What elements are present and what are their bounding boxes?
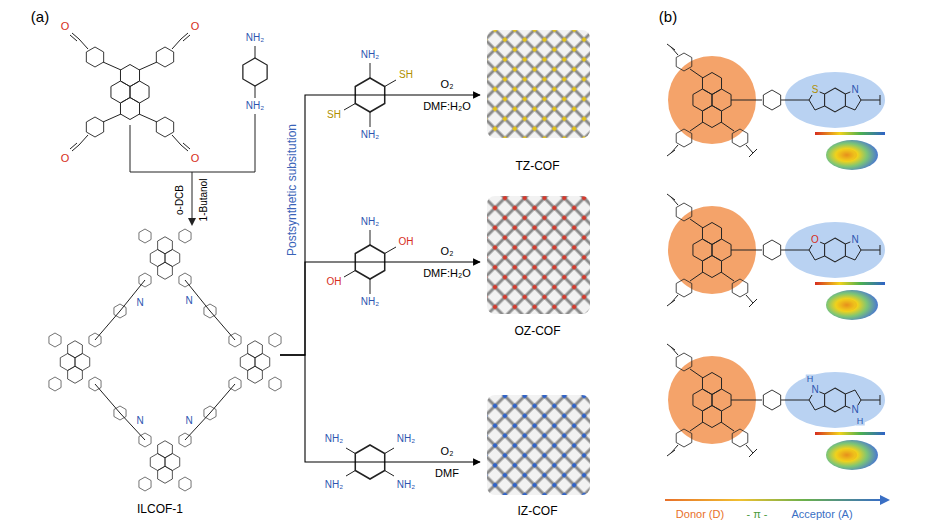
text-label: NH₂: [324, 480, 344, 490]
structure-name: TZ-COF: [516, 159, 560, 173]
structure-node: IZ-COF: [480, 390, 595, 520]
illustration-part: [667, 194, 885, 320]
text-label: 1-Butanol: [199, 178, 209, 223]
text-label: O: [190, 21, 201, 32]
illustration-part: [204, 406, 216, 420]
donor-acceptor-units: [667, 44, 885, 470]
text-label: NH₂: [396, 480, 416, 490]
text-label: DMF: [434, 468, 460, 479]
reagent-label: O₂: [439, 246, 456, 257]
illustration-part: [880, 495, 890, 505]
illustration-part: [95, 280, 235, 440]
illustration-part: [114, 406, 126, 420]
reagent-label: O₂: [439, 79, 456, 90]
text-label: O: [60, 153, 71, 164]
text-label: NH₂: [245, 101, 265, 111]
text-label: N: [184, 416, 193, 426]
reaction-arrow: [280, 355, 480, 462]
illustration-part: [665, 499, 880, 501]
text-label: H: [806, 375, 815, 384]
ilcof-framework: [49, 229, 281, 491]
diamine-monomer: [243, 46, 267, 98]
illustration-part: [243, 58, 267, 86]
illustration-part: [255, 46, 256, 98]
reaction-arrow: [130, 114, 255, 226]
illustration-part: [86, 47, 103, 67]
text-label: O: [60, 21, 71, 32]
text-label: NH₂: [360, 130, 380, 140]
text-label: N: [135, 298, 144, 308]
structure-node: TZ-COF: [480, 25, 595, 175]
illustration-part: [487, 196, 590, 314]
illustration-part: [487, 395, 590, 495]
text-label: O: [190, 153, 201, 164]
text-label: DMF:H₂O: [422, 101, 472, 112]
text-label: OH: [326, 277, 343, 287]
illustration-part: [111, 65, 149, 120]
text-label: H: [856, 417, 865, 426]
illustration-part: [204, 304, 216, 318]
illustration-part: [114, 304, 126, 318]
reaction-arrow: [280, 262, 480, 355]
structure-name: IZ-COF: [518, 504, 558, 518]
text-label: NH₂: [396, 434, 416, 444]
structure-node: OZ-COF: [480, 190, 595, 340]
text-label: S: [811, 85, 820, 95]
cof-structures: [487, 30, 590, 495]
text-label: (b): [658, 9, 678, 24]
illustration-part: [86, 117, 103, 137]
illustration-part: [156, 47, 173, 67]
structure-node: ILCOF-1: [40, 228, 280, 518]
text-label: Acceptor (A): [790, 509, 853, 520]
illustration-part: [229, 333, 281, 391]
text-label: - π -: [745, 509, 768, 520]
illustration-part: [667, 44, 885, 170]
text-label: NH₂: [360, 217, 380, 227]
illustration-part: [139, 433, 191, 491]
text-label: O: [810, 235, 820, 245]
text-label: OH: [398, 237, 415, 247]
text-label: SH: [326, 110, 342, 120]
illustration-part: [156, 117, 173, 137]
reaction-arrow: [280, 95, 480, 355]
illustration-part: [487, 30, 590, 138]
linker-molecules: [344, 63, 396, 479]
text-label: N: [850, 405, 859, 415]
illustration-part: [139, 229, 191, 287]
illustration-part: [667, 344, 885, 470]
structure-name: ILCOF-1: [137, 502, 183, 516]
illustration-part: [130, 114, 255, 219]
text-label: (a): [30, 9, 50, 24]
text-label: N: [850, 85, 859, 95]
structure-name: OZ-COF: [515, 324, 561, 338]
text-label: SH: [398, 70, 414, 80]
text-label: NH₂: [360, 297, 380, 307]
text-label: N: [810, 385, 819, 395]
reagent-label: O₂: [439, 446, 456, 457]
text-label: NH₂: [324, 434, 344, 444]
text-label: o-DCB: [175, 184, 185, 216]
text-label: Donor (D): [675, 509, 725, 520]
illustration-part: [188, 218, 196, 226]
text-label: Postsynthetic subsitution: [286, 123, 298, 257]
text-label: DMF:H₂O: [422, 268, 472, 279]
text-label: N: [850, 235, 859, 245]
text-label: N: [135, 416, 144, 426]
text-label: N: [184, 296, 193, 306]
donor-acceptor-arrow: [665, 495, 890, 505]
text-label: NH₂: [360, 50, 380, 60]
illustration-part: [49, 333, 101, 391]
text-label: NH₂: [245, 33, 265, 43]
